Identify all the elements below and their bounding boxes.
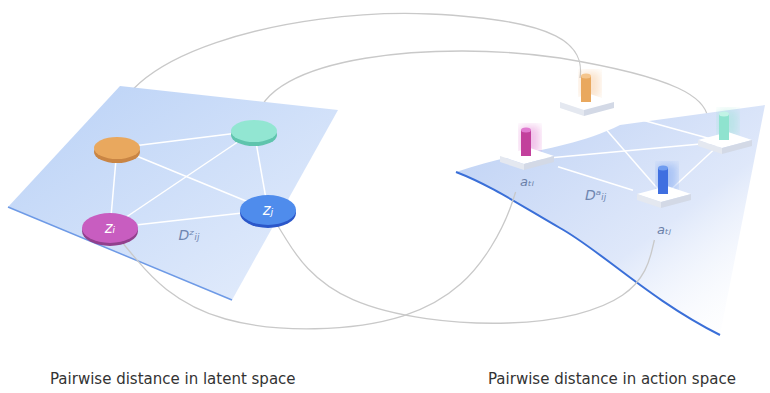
platform-side [524,156,554,170]
latent-disc: zᵢ [82,212,138,244]
distance-line [138,213,240,225]
action-platform [560,72,614,116]
platform-side [661,194,691,208]
latent-disc: zⱼ [240,194,296,226]
caption: Pairwise distance in action space [488,370,736,388]
platform-figure [500,126,554,170]
latent-plane [8,86,338,300]
action-label: aₜⱼ [633,222,695,238]
disc-top [82,213,138,243]
platform-shape [633,160,695,210]
distance-label: Dᶻᵢⱼ [179,227,200,244]
distance-line [117,148,268,210]
platform-figure [637,164,691,208]
distance-label: Dᵃᵢⱼ [585,187,606,204]
correspondence-curve [278,226,654,323]
latent-label: zⱼ [263,201,274,219]
action-surface [456,105,765,335]
cylinder [521,130,531,156]
plane-edge [8,207,232,300]
platform-side [500,156,524,170]
cylinder [658,168,668,194]
distance-line [584,104,664,196]
correspondence-curve [123,192,515,329]
action-platform: aₜⱼ [633,160,695,240]
latent-label: zᵢ [105,219,116,237]
platform-shape [496,122,558,172]
action-label: aₜᵢ [496,174,558,190]
latent-disc [94,137,140,159]
latent-disc [231,120,277,142]
action-platform [698,110,752,154]
action-links [527,104,722,196]
distance-line [527,142,722,160]
cylinder-top [658,166,668,171]
action-platform: aₜᵢ [496,122,558,192]
cylinder-top [521,128,531,133]
caption: Pairwise distance in latent space [50,370,296,388]
disc-top [240,195,296,225]
platform-side [637,194,661,208]
